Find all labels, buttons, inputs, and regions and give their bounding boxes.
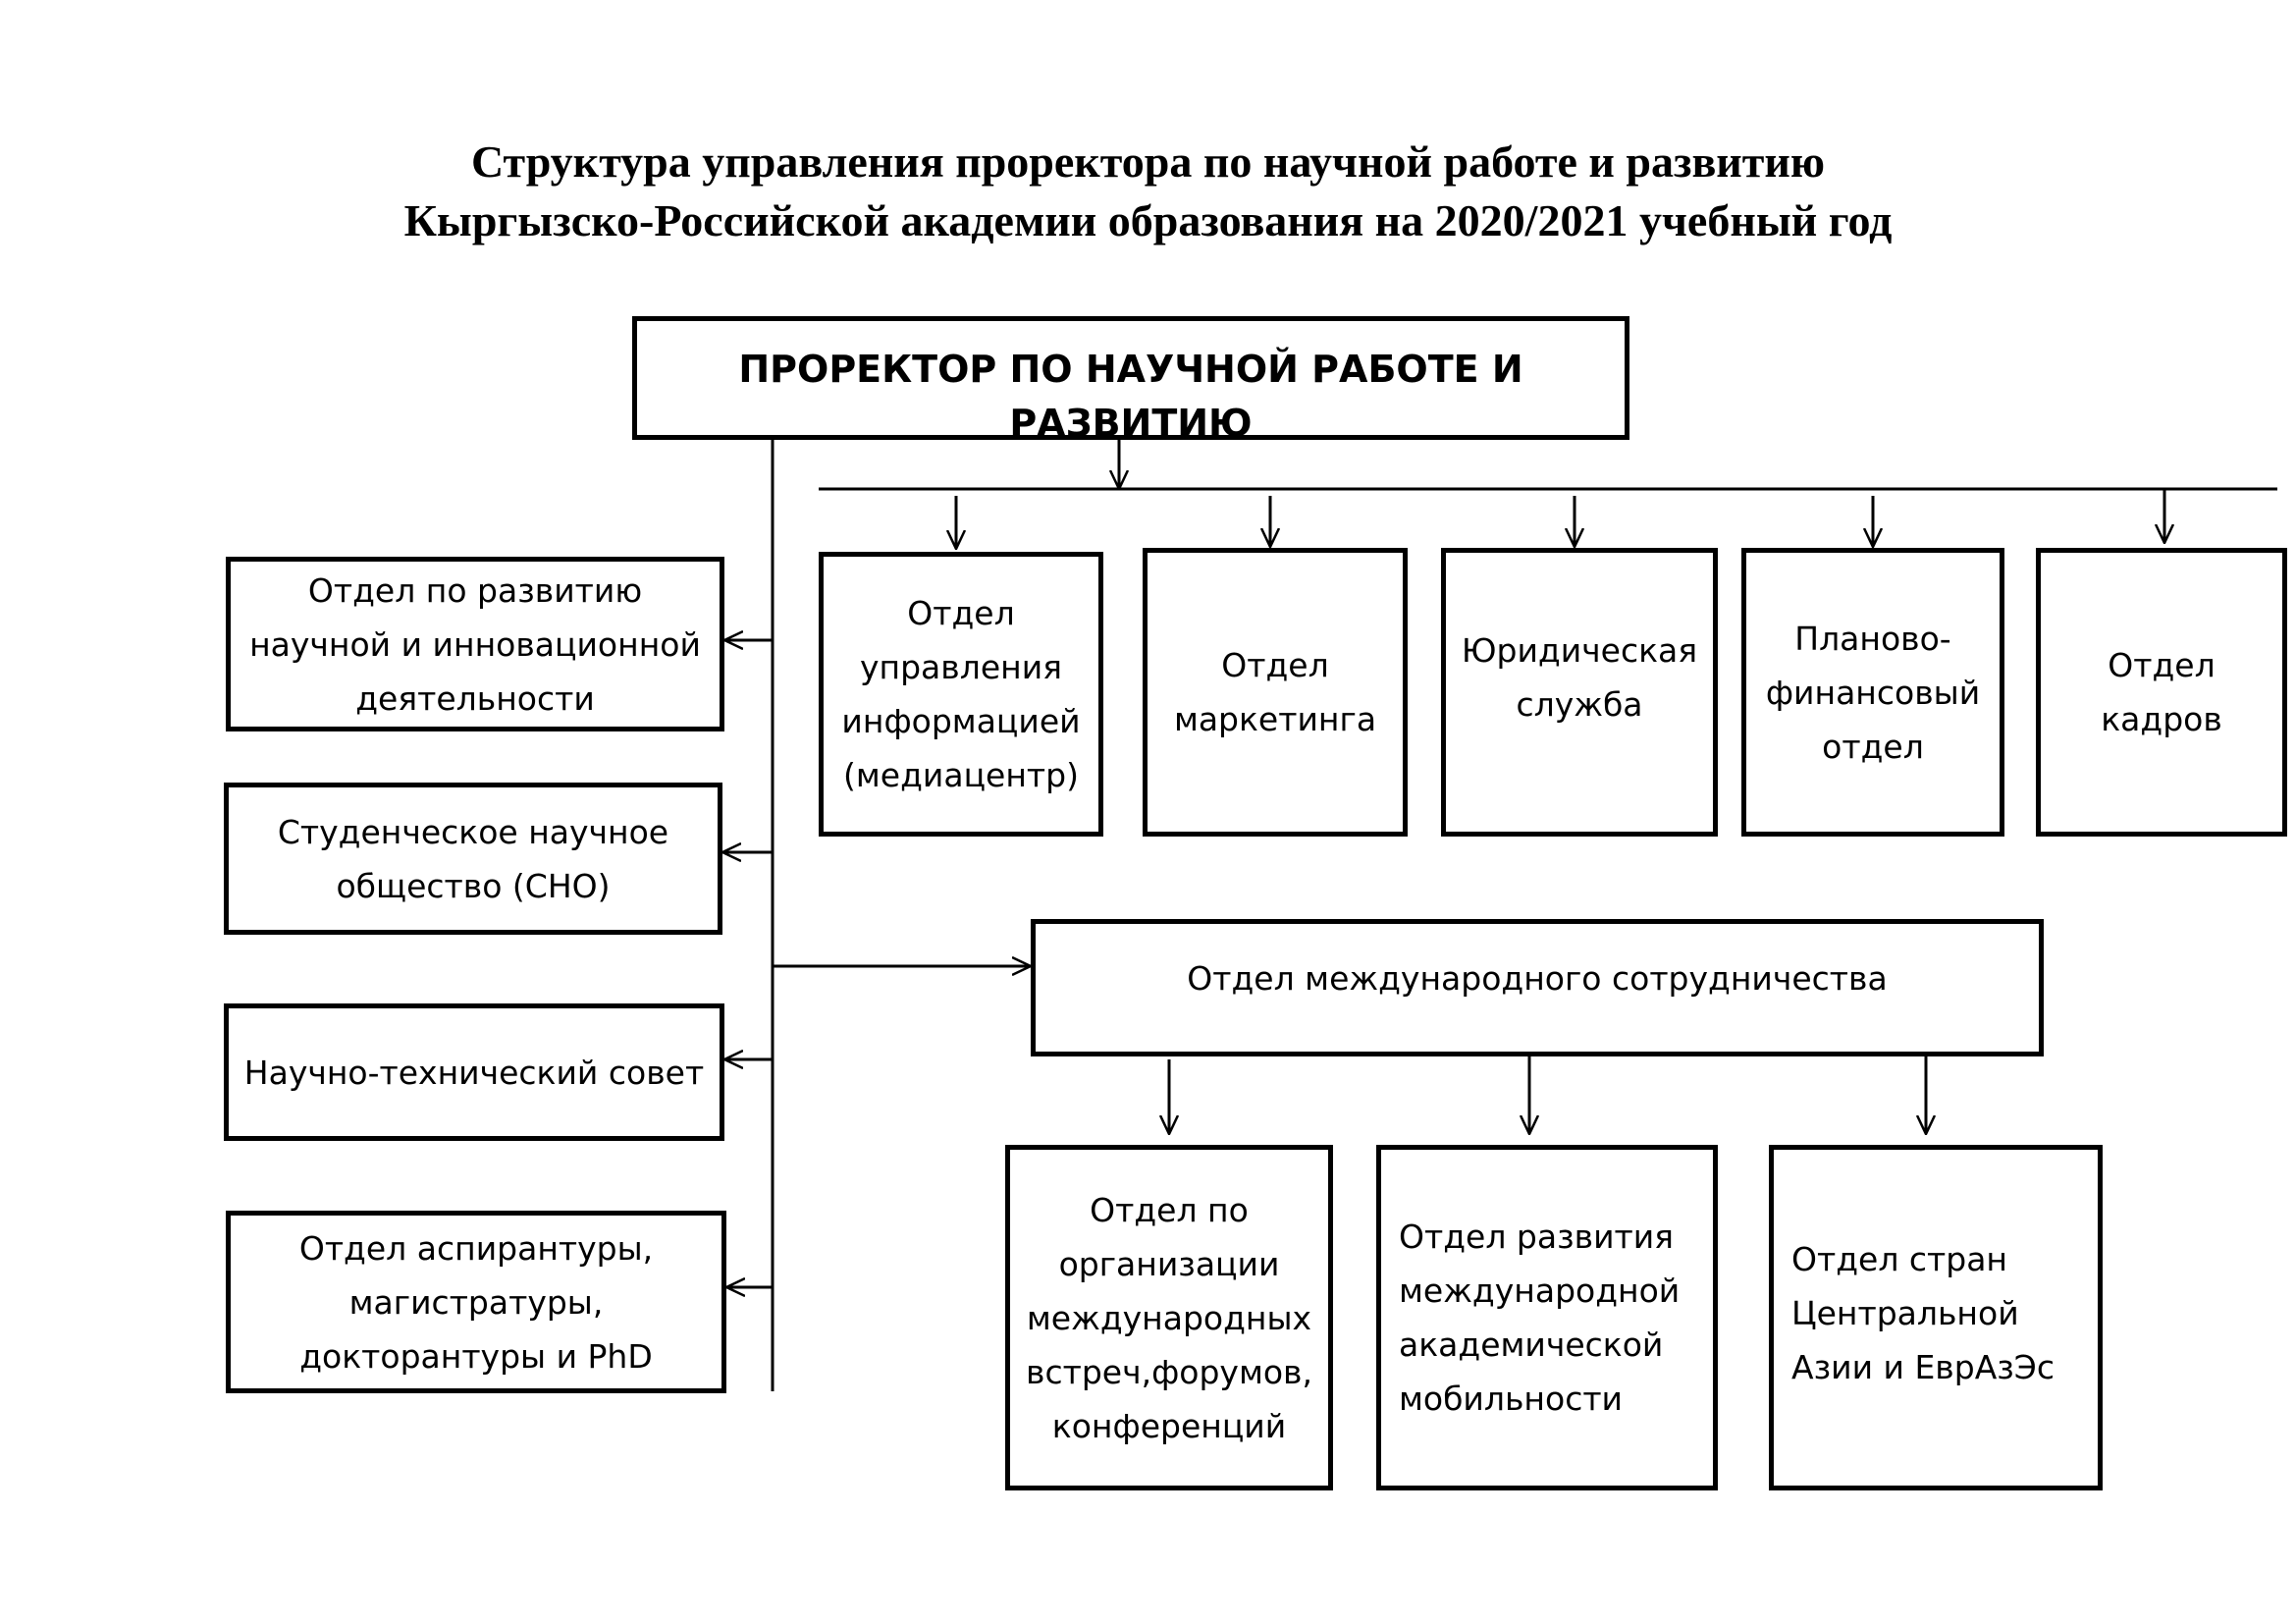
top-unit-label: Отдел управления информацией (медиацентр… xyxy=(841,594,1081,794)
left-unit-label: Отдел по развитию научной и инновационно… xyxy=(249,570,701,718)
top-unit-label: Отдел кадров xyxy=(2101,646,2222,738)
intl-unit-label: Отдел стран Центральной Азии и ЕврАзЭс xyxy=(1791,1240,2055,1386)
left-unit-label: Отдел аспирантуры, магистратуры, доктора… xyxy=(298,1228,654,1376)
top-unit-label: Отдел маркетинга xyxy=(1173,646,1377,738)
intl-unit-label: Отдел развития международной академическ… xyxy=(1399,1218,1681,1418)
top-unit-box-2: Отдел маркетинга xyxy=(1143,548,1408,837)
prorector-box: ПРОРЕКТОР ПО НАУЧНОЙ РАБОТЕ И РАЗВИТИЮ xyxy=(632,316,1629,440)
top-unit-box-3: Юридическая служба xyxy=(1441,548,1718,837)
top-unit-box-1: Отдел управления информацией (медиацентр… xyxy=(819,552,1103,837)
intl-unit-box-1: Отдел по организации международных встре… xyxy=(1005,1145,1333,1490)
intl-unit-box-2: Отдел развития международной академическ… xyxy=(1376,1145,1718,1490)
prorector-label: ПРОРЕКТОР ПО НАУЧНОЙ РАБОТЕ И РАЗВИТИЮ xyxy=(738,348,1523,440)
left-unit-box-3: Научно-технический совет xyxy=(224,1003,724,1141)
diagram-title-line-1: Структура управления проректора по научн… xyxy=(470,136,1826,187)
left-unit-label: Научно-технический совет xyxy=(243,1053,705,1092)
left-unit-box-4: Отдел аспирантуры, магистратуры, доктора… xyxy=(226,1211,726,1393)
top-unit-box-4: Планово- финансовый отдел xyxy=(1741,548,2004,837)
international-label: Отдел международного сотрудничества xyxy=(1187,959,1888,998)
international-box: Отдел международного сотрудничества xyxy=(1031,919,2044,1056)
left-unit-label: Студенческое научное общество (СНО) xyxy=(277,812,669,905)
left-unit-box-1: Отдел по развитию научной и инновационно… xyxy=(226,557,724,731)
top-unit-label: Юридическая служба xyxy=(1461,631,1698,724)
intl-unit-box-3: Отдел стран Центральной Азии и ЕврАзЭс xyxy=(1769,1145,2103,1490)
top-unit-box-5: Отдел кадров xyxy=(2036,548,2287,837)
intl-unit-label: Отдел по организации международных встре… xyxy=(1026,1190,1312,1445)
diagram-title-line-2: Кыргызско-Российской академии образовани… xyxy=(403,195,1893,245)
top-unit-label: Планово- финансовый отдел xyxy=(1765,619,1981,766)
left-unit-box-2: Студенческое научное общество (СНО) xyxy=(224,783,722,935)
